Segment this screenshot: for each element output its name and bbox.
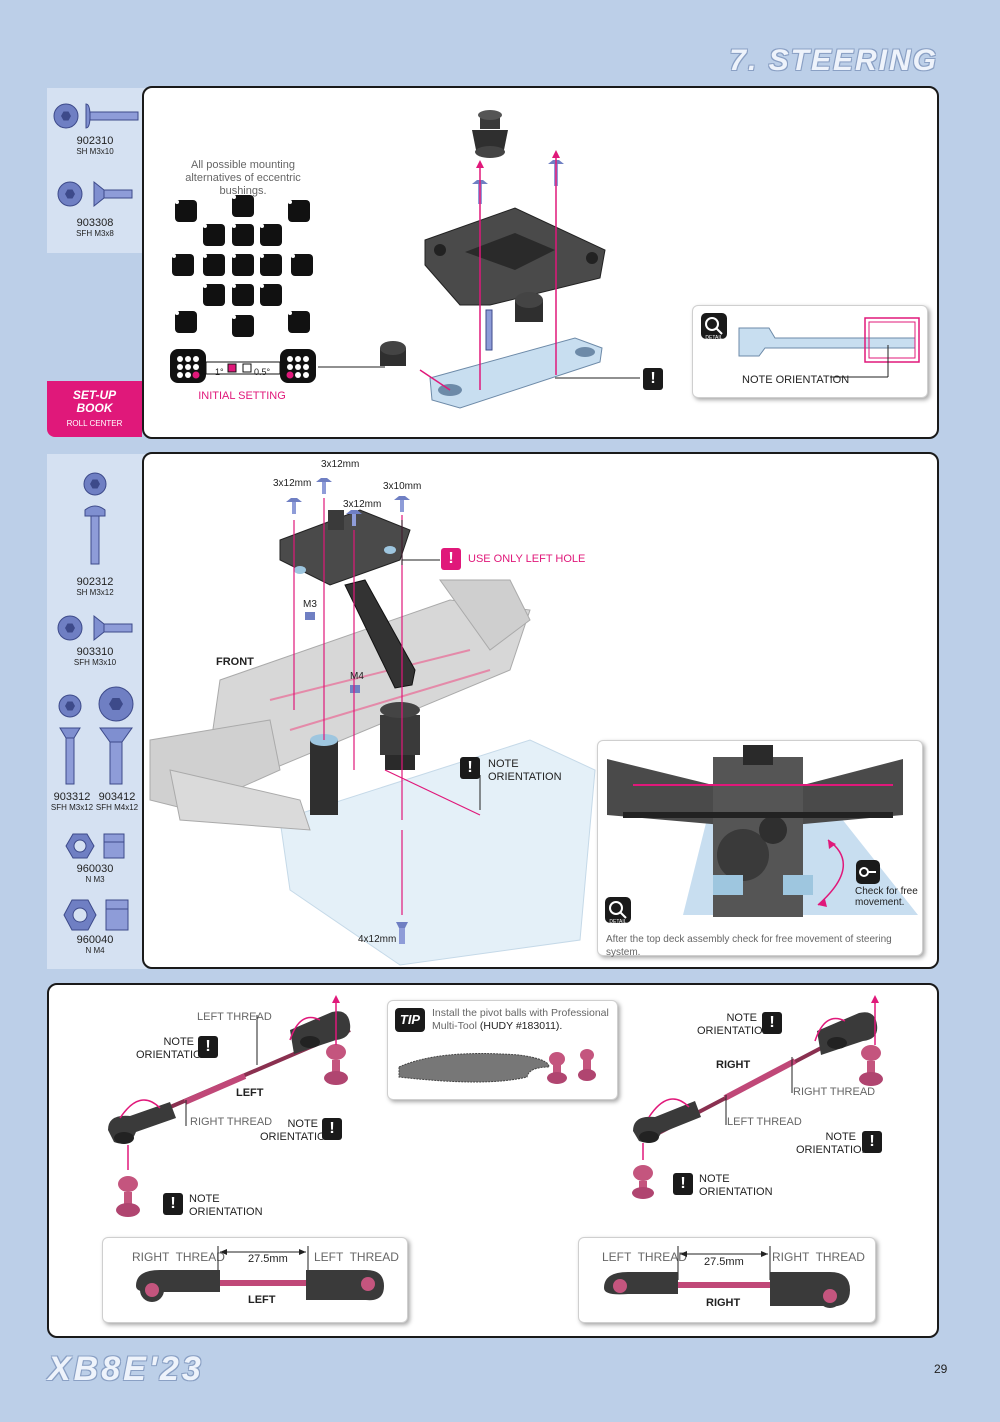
steering-plate-assembly-drawing bbox=[318, 110, 640, 409]
detail-magnifier-icon bbox=[605, 897, 631, 923]
screw-label-3x12-mid: 3x12mm bbox=[343, 499, 382, 510]
nut-960040-icon bbox=[63, 899, 129, 931]
nut-label-m3: M3 bbox=[303, 599, 317, 610]
linkage-name: RIGHT bbox=[706, 1297, 741, 1309]
steering-assembly-chassis-drawing bbox=[149, 478, 596, 966]
arm-orientation-detail bbox=[738, 317, 920, 363]
warning-icon: ! bbox=[322, 1118, 342, 1140]
thread-label: LEFT THREAD bbox=[602, 1250, 687, 1264]
screw-902312-icon bbox=[83, 472, 107, 565]
check-movement-icon bbox=[856, 860, 880, 884]
setup-book-line2: BOOK bbox=[76, 401, 113, 415]
screw-903308-icon bbox=[57, 180, 133, 208]
bushing-caption: All possible mounting alternatives of ec… bbox=[185, 159, 301, 197]
front-label: FRONT bbox=[216, 656, 254, 668]
length-dim: 27.5mm bbox=[704, 1256, 744, 1268]
deg-05-label: 0.5° bbox=[254, 367, 271, 377]
length-dim: 27.5mm bbox=[248, 1253, 288, 1265]
multi-tool-drawing bbox=[398, 1049, 596, 1084]
bushing-grid bbox=[172, 195, 320, 340]
warning-icon: ! bbox=[460, 757, 480, 779]
warning-icon: ! bbox=[163, 1193, 183, 1215]
page-number: 29 bbox=[934, 1362, 948, 1376]
step1-detail-card bbox=[692, 305, 928, 398]
warning-icon: ! bbox=[198, 1036, 218, 1058]
setup-book-sub: ROLL CENTER bbox=[66, 419, 123, 428]
note-orientation-label: NOTE ORIENTATION bbox=[742, 374, 850, 386]
thread-label: RIGHT THREAD bbox=[772, 1250, 865, 1264]
tip-badge: TIP bbox=[395, 1008, 425, 1032]
detail-label: DETAIL bbox=[705, 335, 723, 341]
check-free-movement-label: Check for free movement. bbox=[855, 886, 918, 908]
right-thread-label: RIGHT THREAD bbox=[190, 1116, 273, 1128]
use-left-hole-label: USE ONLY LEFT HOLE bbox=[468, 553, 586, 565]
footer-logo: XB8E'23 bbox=[48, 1350, 204, 1388]
linkage-name: LEFT bbox=[248, 1294, 276, 1306]
warning-icon: ! bbox=[862, 1131, 882, 1153]
thread-label: LEFT THREAD bbox=[314, 1250, 399, 1264]
screw-label-3x12-left: 3x12mm bbox=[273, 478, 312, 489]
right-tie-rod-drawing bbox=[632, 995, 883, 1199]
nut-960030-icon bbox=[65, 833, 125, 859]
deg-1-label: 1° bbox=[215, 367, 224, 377]
left-tie-rod-drawing bbox=[108, 995, 351, 1217]
tip-card bbox=[387, 1000, 618, 1100]
left-thread-label: LEFT THREAD bbox=[197, 1011, 272, 1023]
setup-book-badge[interactable]: SET-UP BOOK ROLL CENTER bbox=[47, 381, 142, 437]
screw-902310-icon bbox=[53, 103, 139, 129]
left-linkage-length-drawing bbox=[136, 1246, 384, 1302]
detail-label: DETAIL bbox=[609, 919, 627, 925]
screw-label-3x12-top: 3x12mm bbox=[321, 459, 360, 470]
leader-line bbox=[830, 345, 889, 378]
right-linkage-length-drawing bbox=[604, 1246, 850, 1308]
left-thread-label: LEFT THREAD bbox=[727, 1116, 802, 1128]
left-linkage-name: LEFT bbox=[236, 1087, 264, 1099]
warning-icon: ! bbox=[762, 1012, 782, 1034]
initial-setting-diagram bbox=[170, 349, 316, 383]
screw-903310-icon bbox=[57, 614, 133, 642]
screw-label-3x10: 3x10mm bbox=[383, 481, 422, 492]
detail-magnifier-icon bbox=[701, 313, 727, 339]
nut-label-m4: M4 bbox=[350, 671, 364, 682]
warning-icon: ! bbox=[441, 548, 461, 570]
warning-icon: ! bbox=[673, 1173, 693, 1195]
screw-903312-903412-icon bbox=[58, 686, 134, 785]
warning-icon: ! bbox=[643, 368, 663, 390]
tip-text: Install the pivot balls with Professiona… bbox=[432, 1007, 609, 1032]
screw-label-4x12: 4x12mm bbox=[358, 934, 397, 945]
setup-book-line1: SET-UP bbox=[72, 388, 117, 402]
right-linkage-name: RIGHT bbox=[716, 1059, 751, 1071]
section-title: 7. STEERING bbox=[729, 44, 938, 77]
thread-label: RIGHT THREAD bbox=[132, 1250, 225, 1264]
initial-setting-label: INITIAL SETTING bbox=[198, 390, 286, 402]
detail-caption: After the top deck assembly check for fr… bbox=[606, 934, 892, 958]
right-thread-label: RIGHT THREAD bbox=[793, 1086, 876, 1098]
steering-free-movement-detail bbox=[607, 745, 918, 917]
